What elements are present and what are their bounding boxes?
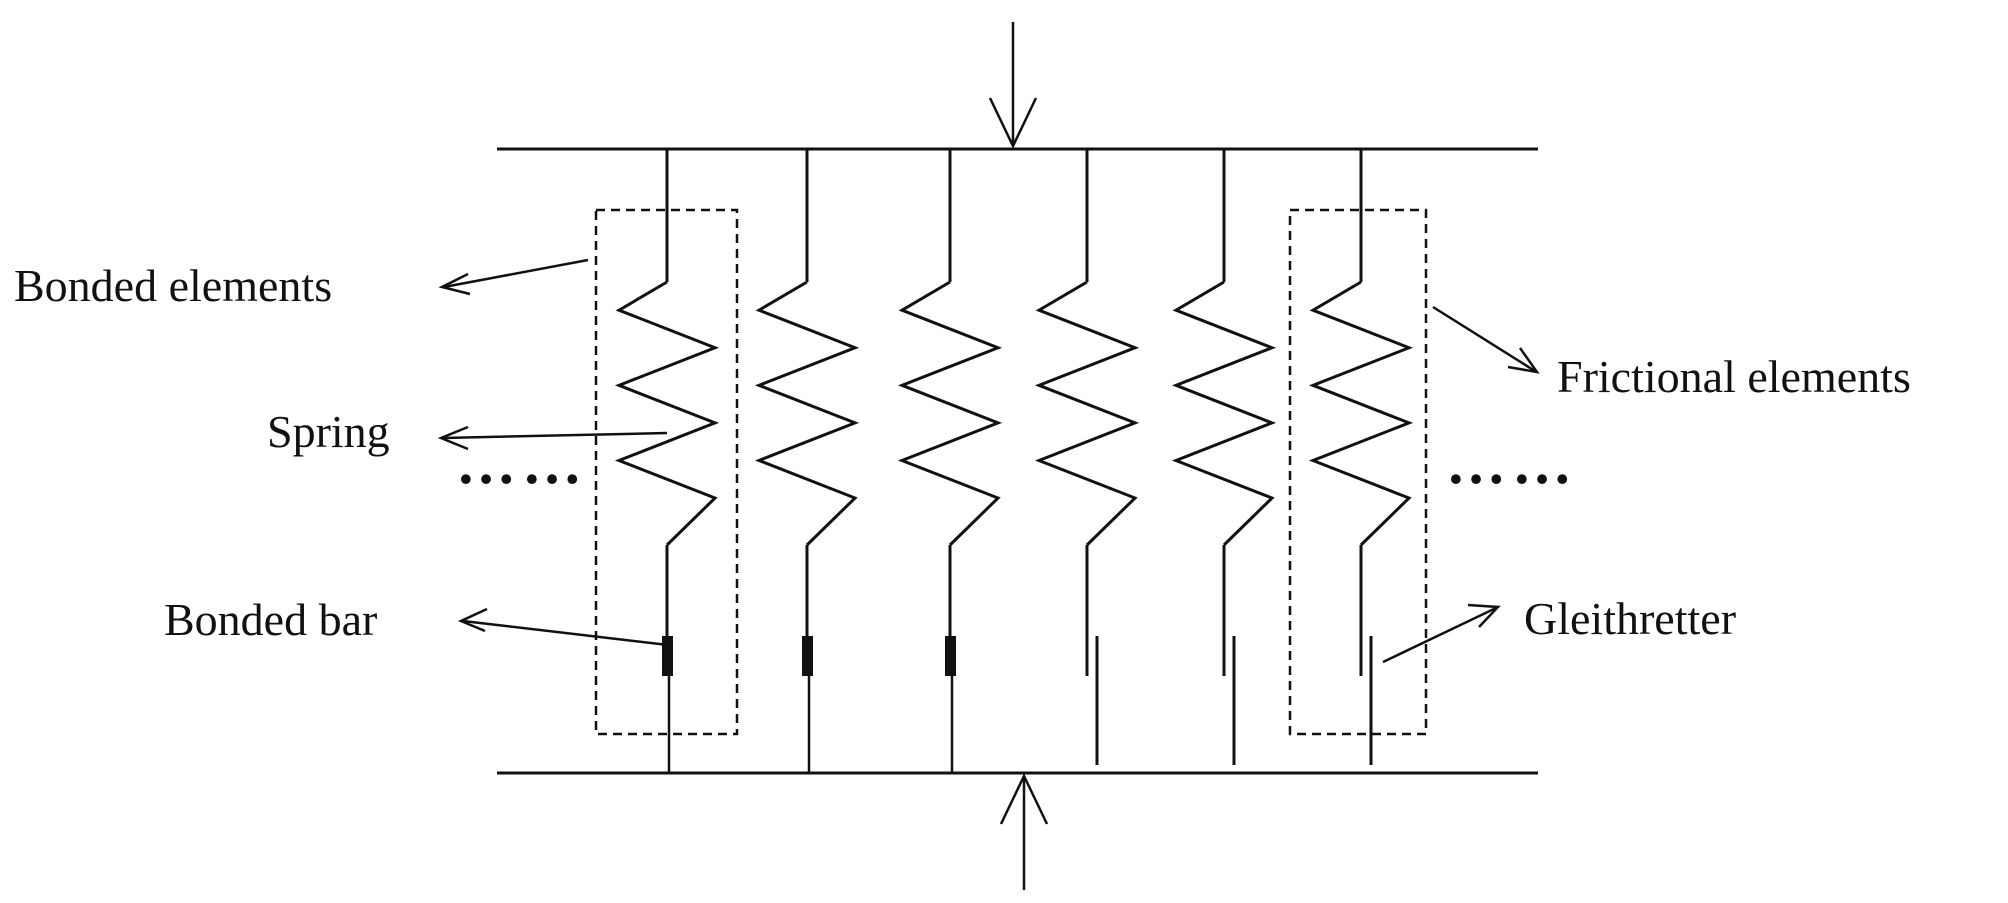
element-group xyxy=(614,149,1414,773)
spring-5 xyxy=(1171,280,1277,547)
arrow-bonded-bar xyxy=(457,607,669,647)
arrow-spring xyxy=(437,425,668,451)
bottom-load-arrowhead xyxy=(999,773,1049,825)
bonded-element-box xyxy=(594,208,739,736)
spring-6 xyxy=(1308,280,1414,547)
spring-1 xyxy=(614,280,720,547)
spring-2 xyxy=(754,280,860,547)
frictional-element-box xyxy=(1288,208,1428,736)
spring-4 xyxy=(1034,280,1140,547)
label-gleithretter: Gleithretter xyxy=(1524,593,1736,644)
arrow-frictional-elements xyxy=(1432,305,1540,374)
label-bonded-bar: Bonded bar xyxy=(164,594,377,645)
arrow-bonded-elements xyxy=(438,258,589,296)
bonded-bar-1 xyxy=(662,636,673,676)
label-bonded-elements: Bonded elements xyxy=(14,260,332,311)
top-load-arrowhead xyxy=(988,97,1038,149)
label-spring: Spring xyxy=(267,406,390,457)
bonded-bar-3 xyxy=(945,636,956,676)
spring-3 xyxy=(897,280,1003,547)
ellipsis-left: …… xyxy=(456,430,588,496)
label-frictional-elements: Frictional elements xyxy=(1557,351,1911,402)
bonded-bar-2 xyxy=(802,636,813,676)
arrow-gleithretter xyxy=(1382,603,1501,664)
ellipsis-right: …… xyxy=(1446,430,1578,496)
